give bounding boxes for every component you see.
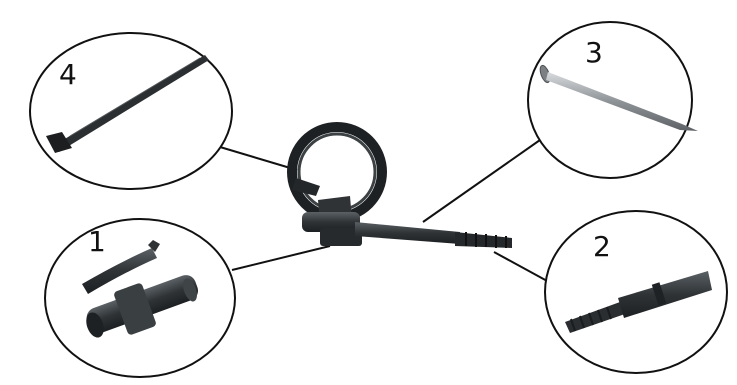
callout-number-4: 4 bbox=[59, 58, 77, 91]
leader-line-3 bbox=[423, 140, 540, 222]
leader-line-4 bbox=[220, 147, 297, 170]
leader-line-1 bbox=[232, 246, 330, 270]
callout-circle-4 bbox=[30, 33, 232, 189]
callout-number-3: 3 bbox=[585, 36, 603, 69]
callout-number-2: 2 bbox=[593, 230, 611, 263]
callout-number-1: 1 bbox=[88, 225, 106, 258]
leader-line-2 bbox=[494, 252, 549, 282]
central-assembly-image bbox=[292, 127, 512, 248]
